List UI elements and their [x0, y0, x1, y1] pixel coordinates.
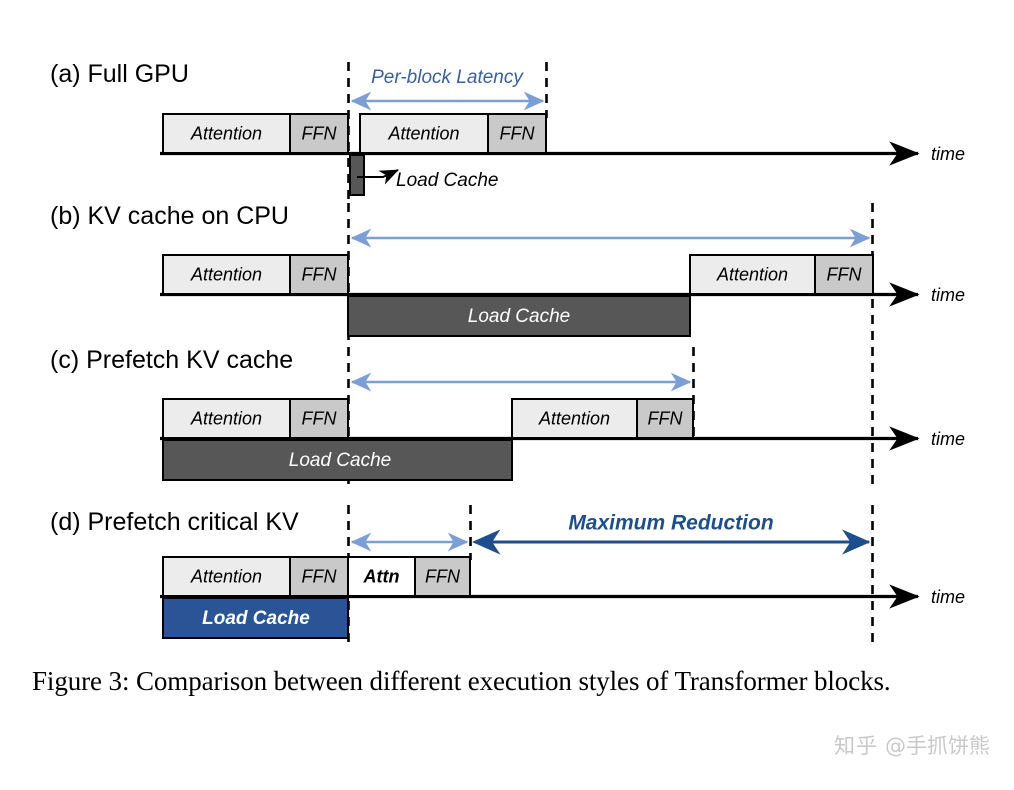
panel-a-label: (a) Full GPU [50, 60, 189, 88]
panel-a-attention-label-1: Attention [190, 123, 262, 143]
panel-b-ffn-block-1 [289, 254, 349, 295]
panel-c-label: (c) Prefetch KV cache [50, 346, 293, 374]
panel-c-ffn-block-2 [636, 398, 694, 439]
panel-b-load-cache-block [347, 295, 691, 337]
panel-d-label: (d) Prefetch critical KV [50, 508, 299, 536]
panel-a-ffn-block-1 [289, 113, 349, 154]
panel-b-load-cache-label: Load Cache [468, 306, 570, 327]
panel-d-time-label: time [931, 587, 965, 607]
panel-a-load-cache-label: Load Cache [396, 170, 498, 191]
panel-d-ffn-block-1 [289, 556, 349, 597]
panel-a-load-cache-block [349, 154, 365, 196]
panel-c-ffn-label-2: FFN [648, 408, 684, 428]
panel-c-ffn-block-1 [289, 398, 349, 439]
panel-b-ffn-label-1: FFN [302, 264, 338, 284]
panel-c-load-cache-block [162, 439, 513, 481]
panel-b-label: (b) KV cache on CPU [50, 202, 289, 230]
panel-b-time-label: time [931, 285, 965, 305]
panel-d-ffn-block-2 [414, 556, 471, 597]
panel-b-attention-label-1: Attention [190, 264, 262, 284]
panel-a-attention-label-2: Attention [387, 123, 459, 143]
panel-c-attention-label-2: Attention [538, 408, 610, 428]
panel-c-attention-label-1: Attention [190, 408, 262, 428]
panel-b-ffn-block-2 [814, 254, 874, 295]
panel-b-attention-label-2: Attention [716, 264, 788, 284]
panel-c-load-cache-label: Load Cache [289, 450, 391, 471]
panel-a-ffn-label-1: FFN [302, 123, 338, 143]
per-block-latency-label: Per-block Latency [371, 67, 524, 88]
figure-caption: Figure 3: Comparison between different e… [32, 666, 891, 696]
panel-d-attention-block-1 [162, 556, 291, 597]
watermark: 知乎 @手抓饼熊 [834, 730, 990, 760]
panel-d-ffn-label-1: FFN [302, 566, 338, 586]
panel-a-ffn-block-2 [487, 113, 547, 154]
panel-d-ffn-label-2: FFN [425, 566, 461, 586]
panel-c-attention-block-2 [511, 398, 638, 439]
panel-a-time-label: time [931, 144, 965, 164]
panel-c-ffn-label-1: FFN [302, 408, 338, 428]
panel-d-attention-label-1: Attention [190, 566, 262, 586]
panel-b-attention-block-1 [162, 254, 291, 295]
maximum-reduction-label: Maximum Reduction [568, 512, 773, 535]
panel-a-load-cache-callout-line [357, 169, 399, 185]
panel-b-ffn-label-2: FFN [827, 264, 863, 284]
panel-c-time-label: time [931, 429, 965, 449]
panel-a-ffn-label-2: FFN [500, 123, 536, 143]
panel-d-attn-label-2: Attn [363, 566, 400, 586]
panel-d-load-cache-label: Load Cache [202, 608, 310, 629]
panel-d-load-cache-block [162, 597, 349, 639]
watermark-logo: 知乎 [834, 734, 878, 758]
watermark-handle: @手抓饼熊 [885, 734, 990, 758]
